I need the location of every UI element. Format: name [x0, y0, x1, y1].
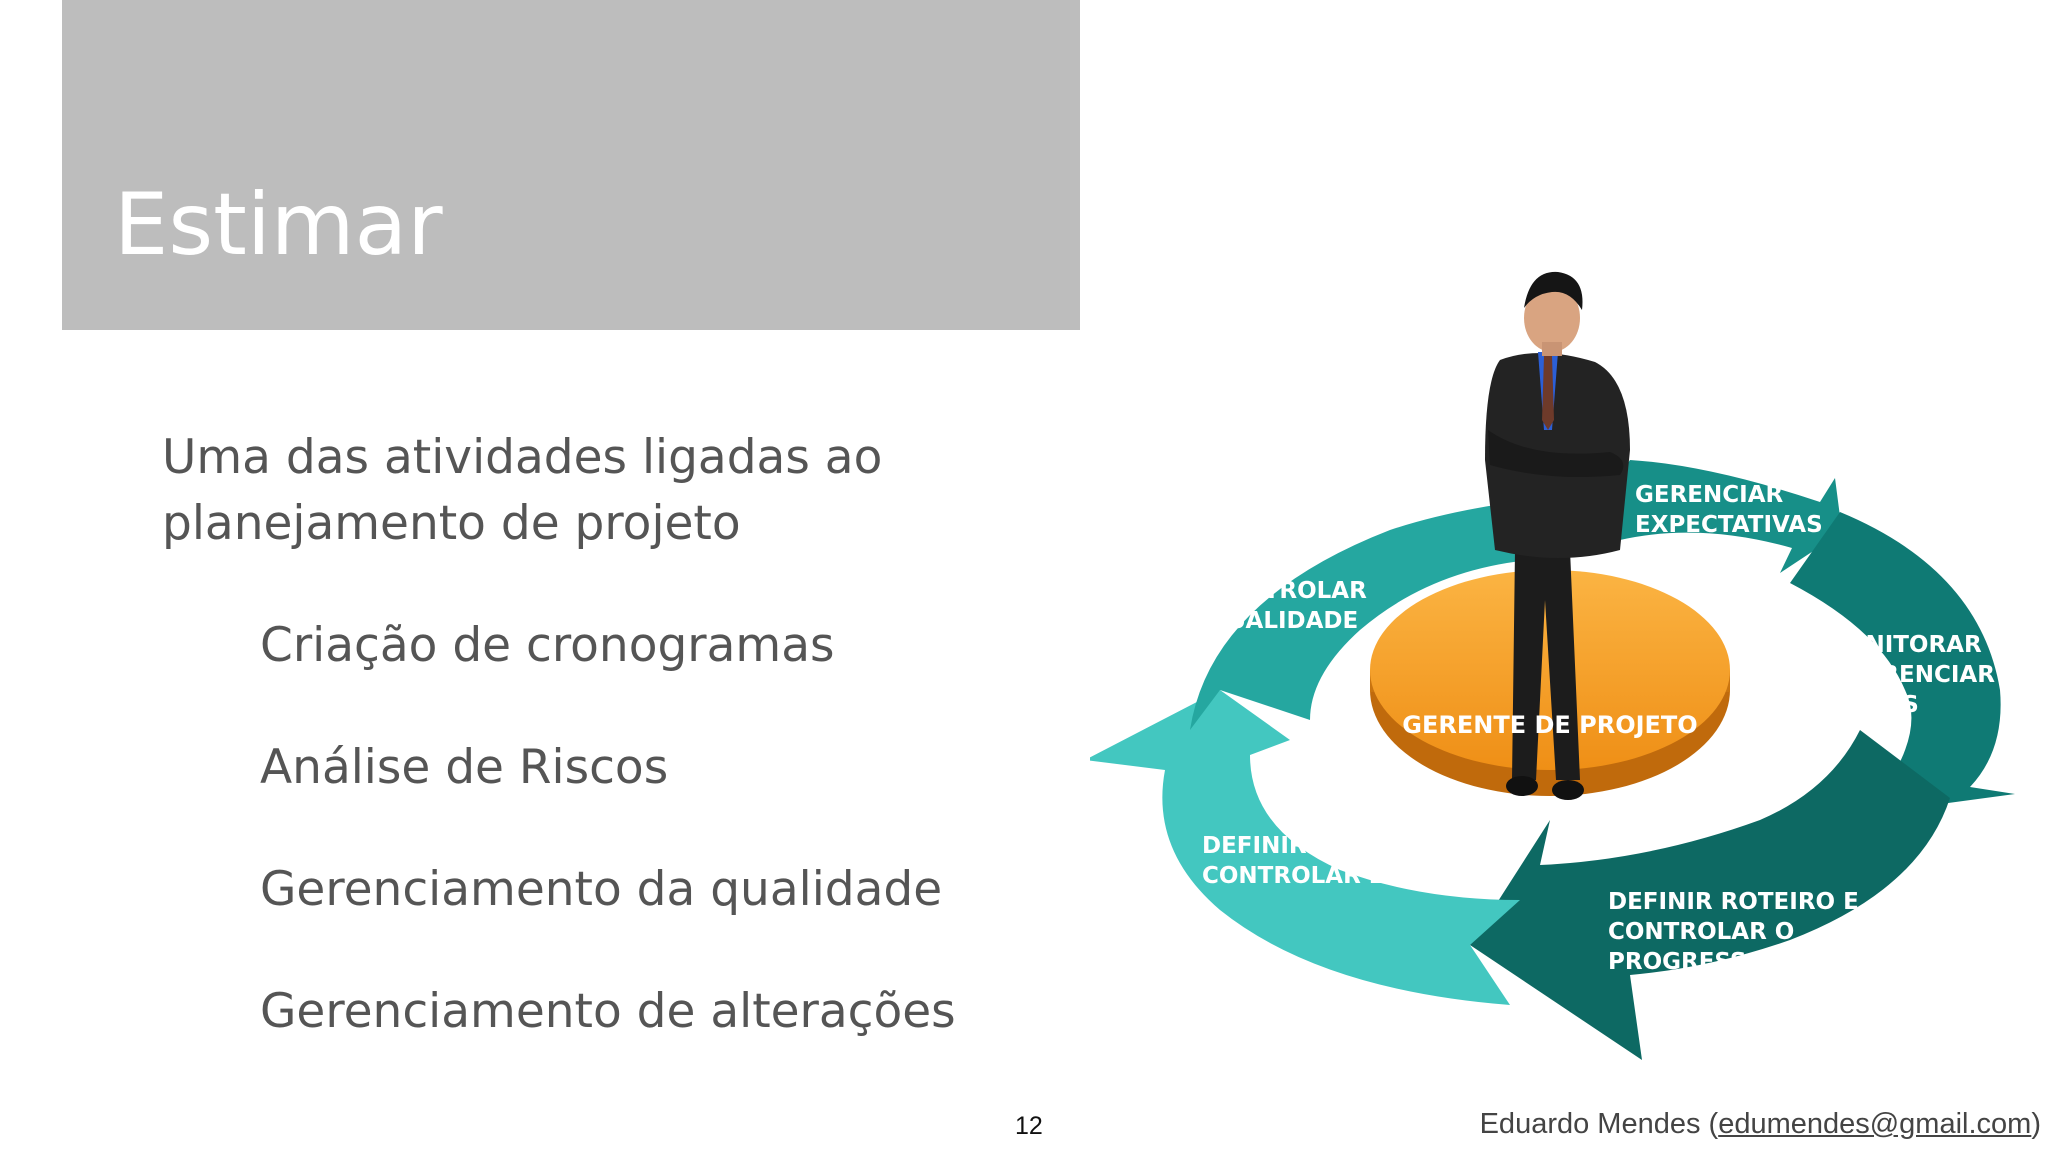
svg-text:DEFINIR ROTEIRO E: DEFINIR ROTEIRO E [1608, 889, 1859, 915]
manager-platform [1370, 570, 1730, 796]
segment-definir-escopo [1085, 690, 1520, 1005]
label-controlar-qualidade: CONTROLAR QUALIDADE [1208, 578, 1367, 634]
bullet-item: Análise de Riscos [260, 740, 669, 795]
segment-monitorar-riscos [1790, 512, 2015, 806]
page-number: 12 [1015, 1112, 1043, 1140]
segment-gerenciar-expectativas [1620, 460, 1842, 573]
svg-text:CONTROLAR O: CONTROLAR O [1608, 919, 1794, 945]
footer-credit: Eduardo Mendes (edumendes@gmail.com) [1480, 1108, 2041, 1141]
bullet-item: Criação de cronogramas [260, 618, 835, 673]
label-definir-roteiro: DEFINIR ROTEIRO E CONTROLAR O PROGRESSO [1608, 889, 1859, 975]
footer-close: ) [2031, 1108, 2041, 1140]
segment-definir-roteiro [1470, 730, 1950, 1060]
svg-text:GERENCIAR: GERENCIAR [1635, 482, 1783, 508]
svg-text:E GERENCIAR: E GERENCIAR [1823, 662, 1995, 688]
svg-text:MONITORAR: MONITORAR [1823, 632, 1982, 658]
center-label: GERENTE DE PROJETO [1402, 711, 1697, 739]
footer-author: Eduardo Mendes ( [1479, 1108, 1719, 1140]
title-banner [62, 0, 1080, 330]
project-manager-cycle-diagram: GERENTE DE PROJETO GERENCIAR EXPECTATIVA… [1085, 130, 2040, 1080]
label-gerenciar-expectativas: GERENCIAR EXPECTATIVAS [1635, 482, 1823, 538]
bullet-item: Gerenciamento da qualidade [260, 862, 943, 917]
svg-text:CONTROLAR: CONTROLAR [1208, 578, 1367, 604]
svg-text:EXPECTATIVAS: EXPECTATIVAS [1635, 512, 1823, 538]
slide-title: Estimar [114, 175, 443, 275]
intro-text: Uma das atividades ligadas ao planejamen… [162, 430, 883, 551]
svg-text:RISCOS: RISCOS [1823, 692, 1919, 718]
label-monitorar-riscos: MONITORAR E GERENCIAR RISCOS [1823, 632, 1995, 718]
svg-text:DEFINIR E: DEFINIR E [1202, 833, 1330, 859]
svg-text:PROGRESSO: PROGRESSO [1608, 949, 1766, 975]
svg-text:QUALIDADE: QUALIDADE [1208, 608, 1358, 634]
svg-text:CONTROLAR ESCOPO: CONTROLAR ESCOPO [1202, 863, 1474, 889]
manager-figure-icon [1485, 271, 1630, 800]
footer-email-link[interactable]: edumendes@gmail.com [1718, 1108, 2032, 1140]
label-definir-escopo: DEFINIR E CONTROLAR ESCOPO [1202, 833, 1474, 889]
bullet-item: Gerenciamento de alterações [260, 984, 956, 1039]
